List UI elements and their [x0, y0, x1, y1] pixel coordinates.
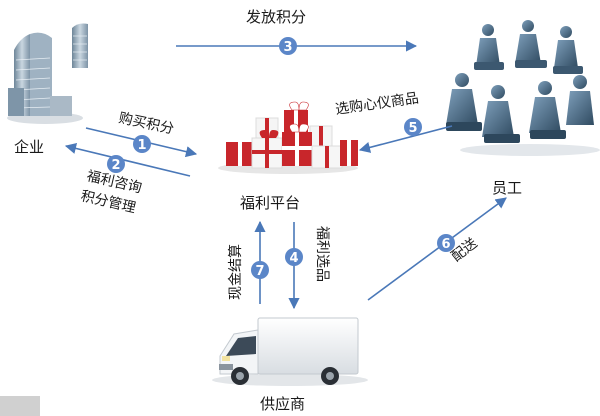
flow-label-cash-settlement: 现金结算 — [228, 244, 244, 300]
watermark-box — [0, 396, 40, 416]
employees-figures-icon — [446, 20, 600, 156]
flow-label-product-selection: 福利选品 — [314, 226, 330, 282]
svg-text:2: 2 — [111, 158, 120, 173]
delivery-truck-icon — [212, 317, 368, 386]
arrow-2 — [64, 142, 191, 177]
enterprise-building-icon — [7, 23, 88, 124]
gift-boxes-icon — [218, 101, 358, 174]
employee-label: 员工 — [492, 179, 522, 197]
step-badge-1: 1 — [133, 135, 151, 153]
flow-label-shop-goods: 选购心仪商品 — [334, 90, 419, 118]
step-badge-6: 6 — [437, 234, 455, 252]
step-badge-2: 2 — [107, 155, 125, 173]
svg-text:1: 1 — [137, 138, 146, 153]
svg-text:5: 5 — [408, 121, 417, 136]
arrow-5 — [358, 125, 453, 153]
step-badge-4: 4 — [285, 248, 303, 266]
platform-label: 福利平台 — [240, 194, 300, 212]
step-badge-3: 3 — [279, 37, 297, 55]
flow-label-issue-points: 发放积分 — [246, 8, 306, 26]
svg-text:7: 7 — [255, 264, 264, 279]
enterprise-label: 企业 — [14, 138, 44, 156]
supplier-label: 供应商 — [260, 395, 305, 413]
svg-text:6: 6 — [441, 237, 450, 252]
step-badge-7: 7 — [251, 261, 269, 279]
arrow-6 — [367, 197, 507, 301]
svg-text:4: 4 — [289, 251, 298, 266]
step-badge-5: 5 — [404, 118, 422, 136]
svg-text:3: 3 — [283, 40, 292, 55]
flow-label-buy-points: 购买积分 — [117, 110, 175, 137]
